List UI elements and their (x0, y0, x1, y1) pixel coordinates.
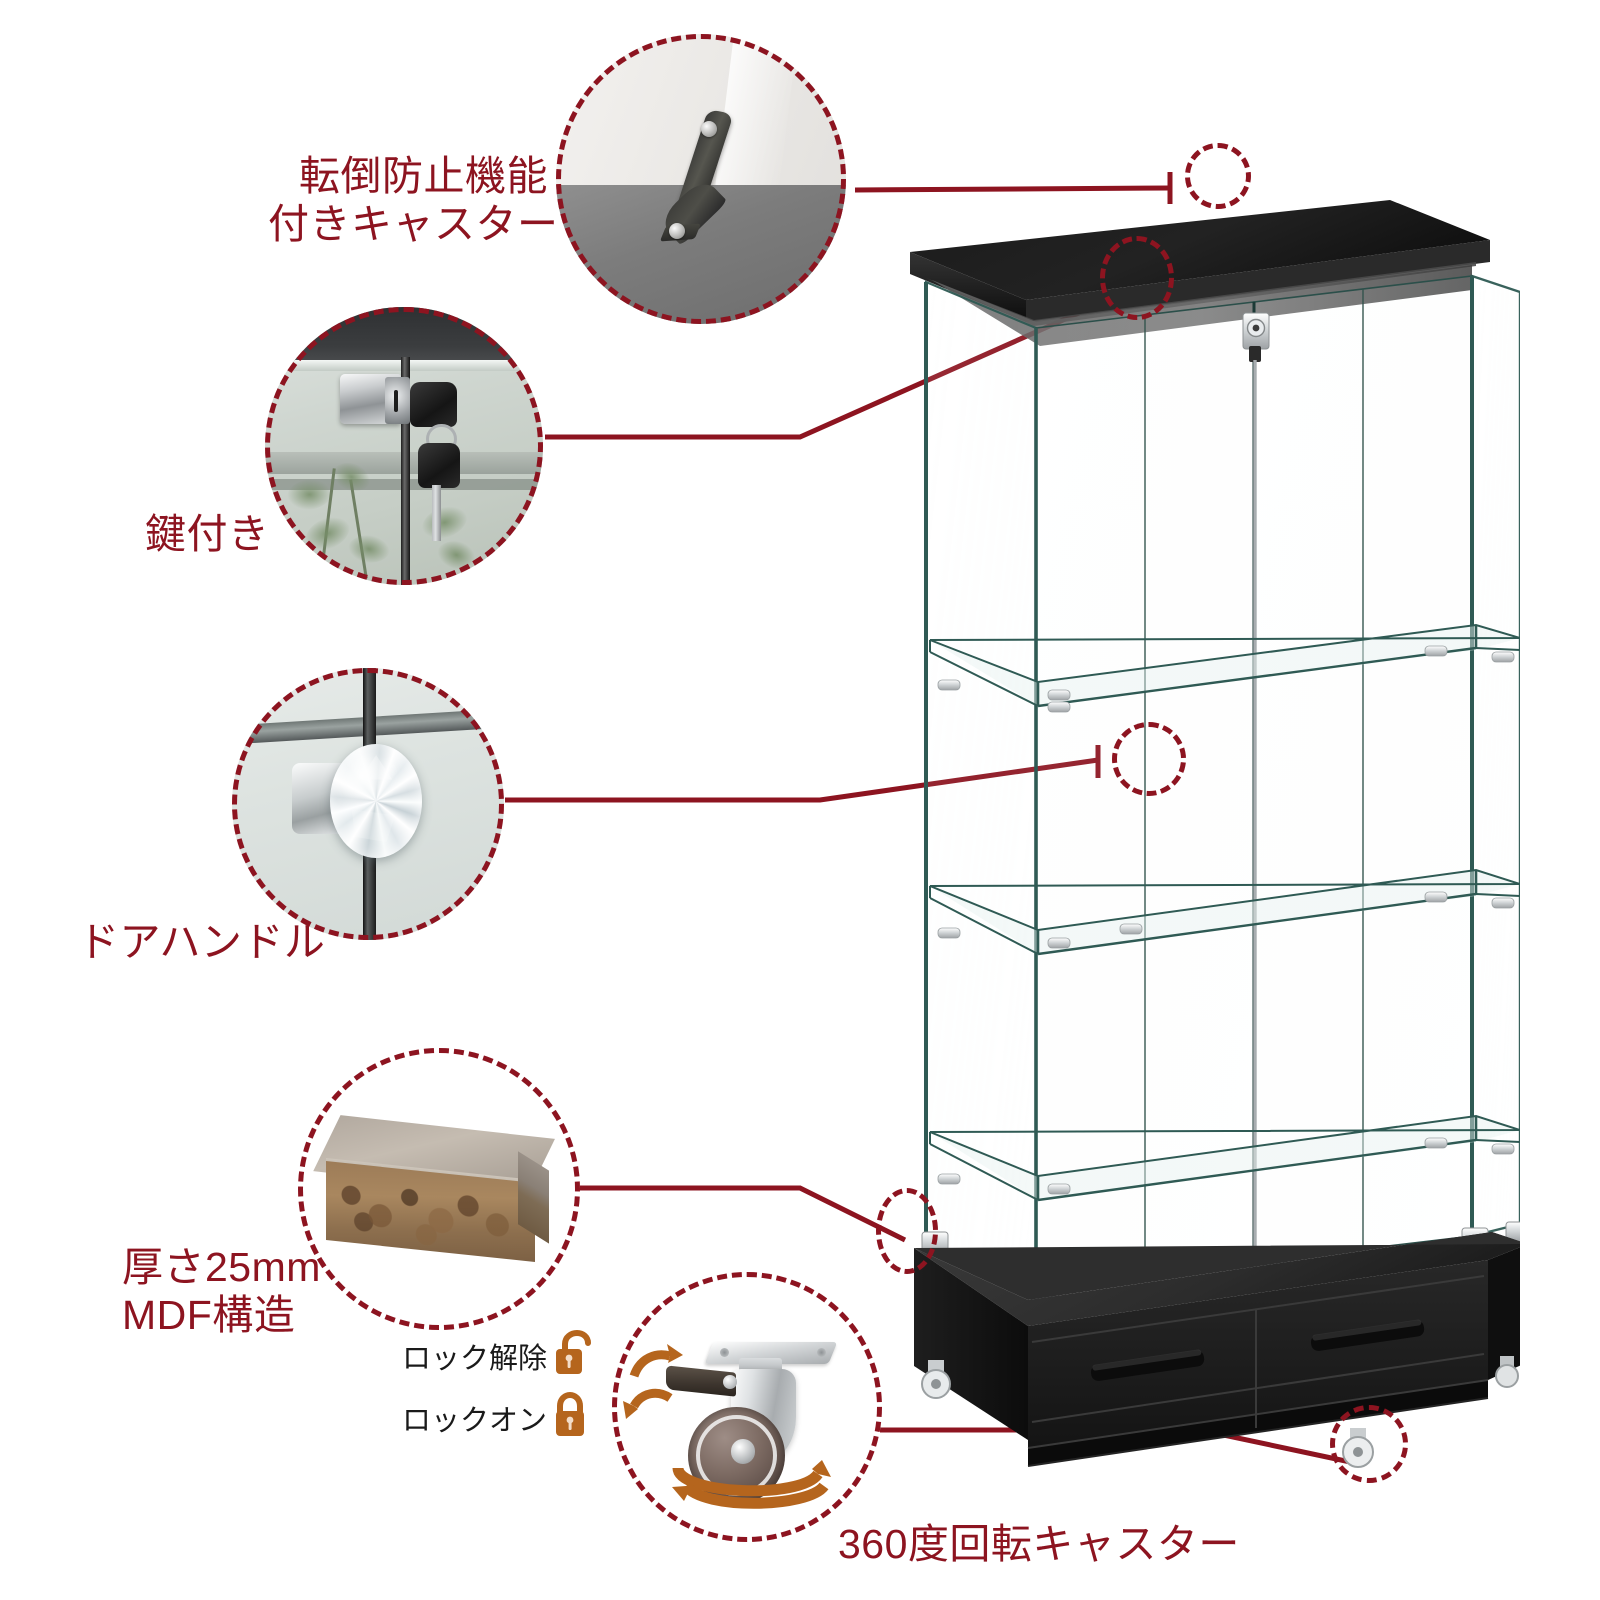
callout-label-swivel-caster: 360度回転キャスター (838, 1521, 1240, 1567)
callout-label-door-handle: ドアハンドル (78, 919, 326, 965)
anti-tip-strap-photo (556, 34, 846, 324)
callout-label-anti-tip-line2: 付きキャスター (268, 201, 559, 248)
leader-anti-tip (854, 185, 1171, 193)
glass-side-panel-right (1470, 274, 1522, 1238)
leader-mdf (580, 1185, 907, 1243)
lock-direction-arrows (623, 1344, 831, 1509)
shelf-support-pin (937, 645, 1515, 713)
crystal-knob-photo (232, 668, 504, 940)
door-lock-photo (265, 307, 543, 585)
product-illustration-glass-cabinet (880, 170, 1528, 1470)
padlock-open-icon (556, 1330, 591, 1374)
swivel-caster-photo (612, 1272, 882, 1542)
glass-shelf-1 (929, 623, 1521, 713)
drawer-handle-right (1310, 1319, 1425, 1351)
caster-rear-right (1495, 1356, 1519, 1388)
base-cabinet (914, 1232, 1528, 1468)
shelf-support-pin (937, 1137, 1515, 1195)
caster-front-left (921, 1360, 951, 1399)
marker-caster (1330, 1405, 1408, 1483)
marker-mdf (876, 1188, 938, 1274)
padlock-closed-icon (556, 1392, 584, 1436)
callout-label-with-lock: 鍵付き (145, 511, 270, 557)
key-head-upper (409, 382, 457, 427)
caster-state-lockon-label: ロックオン (402, 1405, 548, 1437)
callout-label-mdf-line2: MDF構造 (122, 1292, 296, 1339)
key-head-lower (417, 443, 460, 488)
marker-door-handle (1112, 722, 1186, 796)
shelf-support-pin (937, 891, 1515, 949)
drawer-handle-left (1090, 1349, 1205, 1381)
glass-shelf-3 (929, 1114, 1521, 1202)
marker-lock (1100, 236, 1174, 320)
door-lock (1242, 312, 1270, 1252)
caster-state-unlock-label: ロック解除 (402, 1343, 548, 1375)
marker-anti-tip (1185, 143, 1251, 209)
mdf-board-photo (298, 1048, 580, 1330)
callout-label-anti-tip: 転倒防止機能付きキャスター (268, 153, 559, 248)
